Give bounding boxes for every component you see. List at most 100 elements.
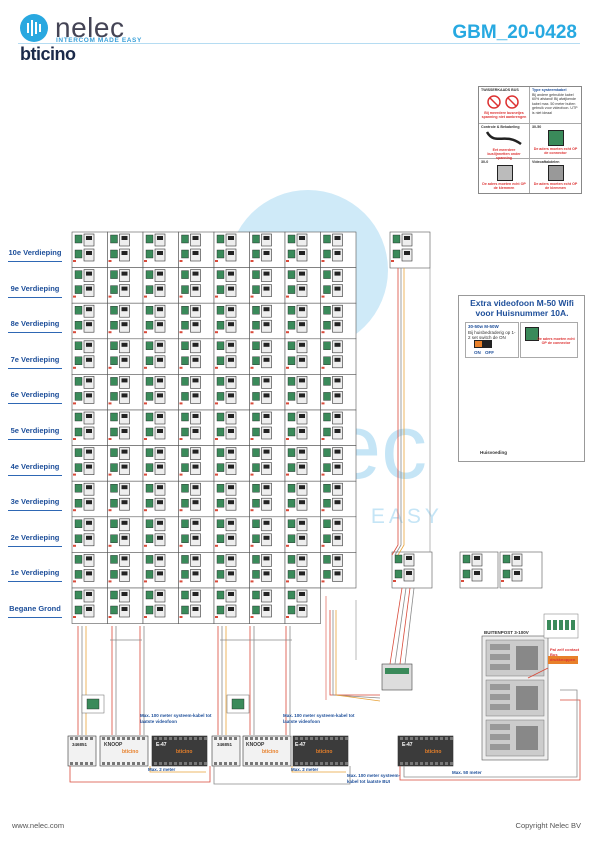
terminal-screw xyxy=(70,762,73,765)
screen-icon xyxy=(157,500,163,505)
bticino-mark-2: bticino xyxy=(176,749,193,755)
terminal-screw xyxy=(214,737,217,740)
footer-website[interactable]: www.nelec.com xyxy=(12,821,65,830)
terminal-screw xyxy=(179,737,182,740)
header-divider xyxy=(18,43,580,44)
terminal-screw xyxy=(445,737,448,740)
connector-icon xyxy=(323,448,331,457)
screen-icon xyxy=(121,342,128,347)
terminal-screw xyxy=(265,762,268,765)
terminal-screw xyxy=(154,737,157,740)
wire-marker xyxy=(108,616,112,618)
riser-wire xyxy=(394,268,402,556)
connector-icon xyxy=(252,590,260,600)
connector-icon xyxy=(394,554,403,564)
terminal-screw xyxy=(400,762,403,765)
connector-icon xyxy=(252,605,260,615)
e47-module xyxy=(397,735,454,767)
connector-icon xyxy=(181,605,189,615)
terminal-screw xyxy=(435,762,438,765)
connector-icon xyxy=(181,356,189,365)
connector-icon xyxy=(110,519,118,528)
wire-marker xyxy=(179,366,183,369)
connector-icon xyxy=(181,321,189,330)
connector-icon xyxy=(323,306,331,315)
screen-icon xyxy=(157,464,163,469)
connector-icon xyxy=(252,448,260,457)
connector-icon xyxy=(181,306,189,315)
screen-icon xyxy=(299,322,305,327)
screen-icon xyxy=(334,464,341,469)
screen-icon xyxy=(299,429,305,433)
screen-icon xyxy=(334,236,341,240)
screen-icon xyxy=(334,357,341,362)
screen-icon xyxy=(121,485,128,490)
connector-icon xyxy=(181,484,189,493)
connector-icon xyxy=(287,321,296,330)
screen-icon xyxy=(86,449,92,454)
screen-icon xyxy=(192,464,199,469)
wire xyxy=(213,766,351,785)
legend-box-4: 30-50 De aders moeten echt OP de connect… xyxy=(530,124,581,159)
wire-marker xyxy=(215,616,218,618)
screen-icon xyxy=(86,357,92,362)
terminal-screw xyxy=(164,737,167,740)
connector-icon xyxy=(252,463,260,472)
wire-marker xyxy=(461,580,464,582)
screen-icon xyxy=(299,500,305,505)
terminal-screw xyxy=(70,737,73,740)
connector-icon xyxy=(145,285,154,294)
terminal-screw xyxy=(410,762,413,765)
screen-icon xyxy=(228,271,234,276)
floor-label: 7e Verdieping xyxy=(10,354,60,364)
terminal-screw xyxy=(260,737,263,740)
terminal-pin xyxy=(571,620,575,630)
screen-icon xyxy=(334,271,341,276)
terminal-screw xyxy=(75,737,78,740)
screen-icon xyxy=(263,286,270,291)
screen-icon xyxy=(263,535,270,540)
screen-icon xyxy=(263,500,270,505)
terminal-screw xyxy=(199,737,202,740)
connector-icon xyxy=(216,555,225,564)
connector-icon xyxy=(110,249,118,259)
screen-icon xyxy=(121,592,128,596)
screen-icon xyxy=(86,378,92,383)
connector-icon xyxy=(252,570,260,579)
wire xyxy=(335,610,381,702)
screen-icon xyxy=(86,485,92,490)
connector-icon xyxy=(252,341,260,350)
e47-label-2: E-47 xyxy=(295,742,306,748)
screen-icon xyxy=(228,449,234,454)
push-button xyxy=(490,664,510,670)
screen-icon xyxy=(86,607,92,611)
speaker-grille xyxy=(516,646,538,670)
screen-icon xyxy=(299,571,305,576)
screen-icon xyxy=(228,236,234,240)
terminal-pin xyxy=(547,620,551,630)
screen-icon xyxy=(334,571,341,576)
legend-box-2: Type systeemkabel Bij andere gebruikte k… xyxy=(530,87,581,124)
floor-label: Begane Grond xyxy=(9,604,61,613)
terminal-screw xyxy=(265,737,268,740)
terminal-screw xyxy=(430,737,433,740)
connector-icon xyxy=(287,306,296,315)
screen-icon xyxy=(263,449,270,454)
screen-icon xyxy=(263,592,270,596)
screen-icon xyxy=(299,307,305,312)
connector-icon xyxy=(181,427,189,437)
terminal-screw xyxy=(127,737,130,740)
wire-marker xyxy=(73,544,76,547)
screen-icon xyxy=(121,236,128,240)
max2-mid: Max. 2 meter xyxy=(291,767,319,772)
riser-wire xyxy=(397,268,405,556)
screen-icon xyxy=(86,429,92,433)
wire-marker xyxy=(215,509,218,512)
watermark-text-2: E EASY xyxy=(343,505,443,528)
connector-icon xyxy=(323,463,331,472)
wire-marker xyxy=(144,544,147,547)
screen-icon xyxy=(228,357,234,362)
floor-divider xyxy=(8,617,62,618)
terminal-screw xyxy=(137,737,140,740)
